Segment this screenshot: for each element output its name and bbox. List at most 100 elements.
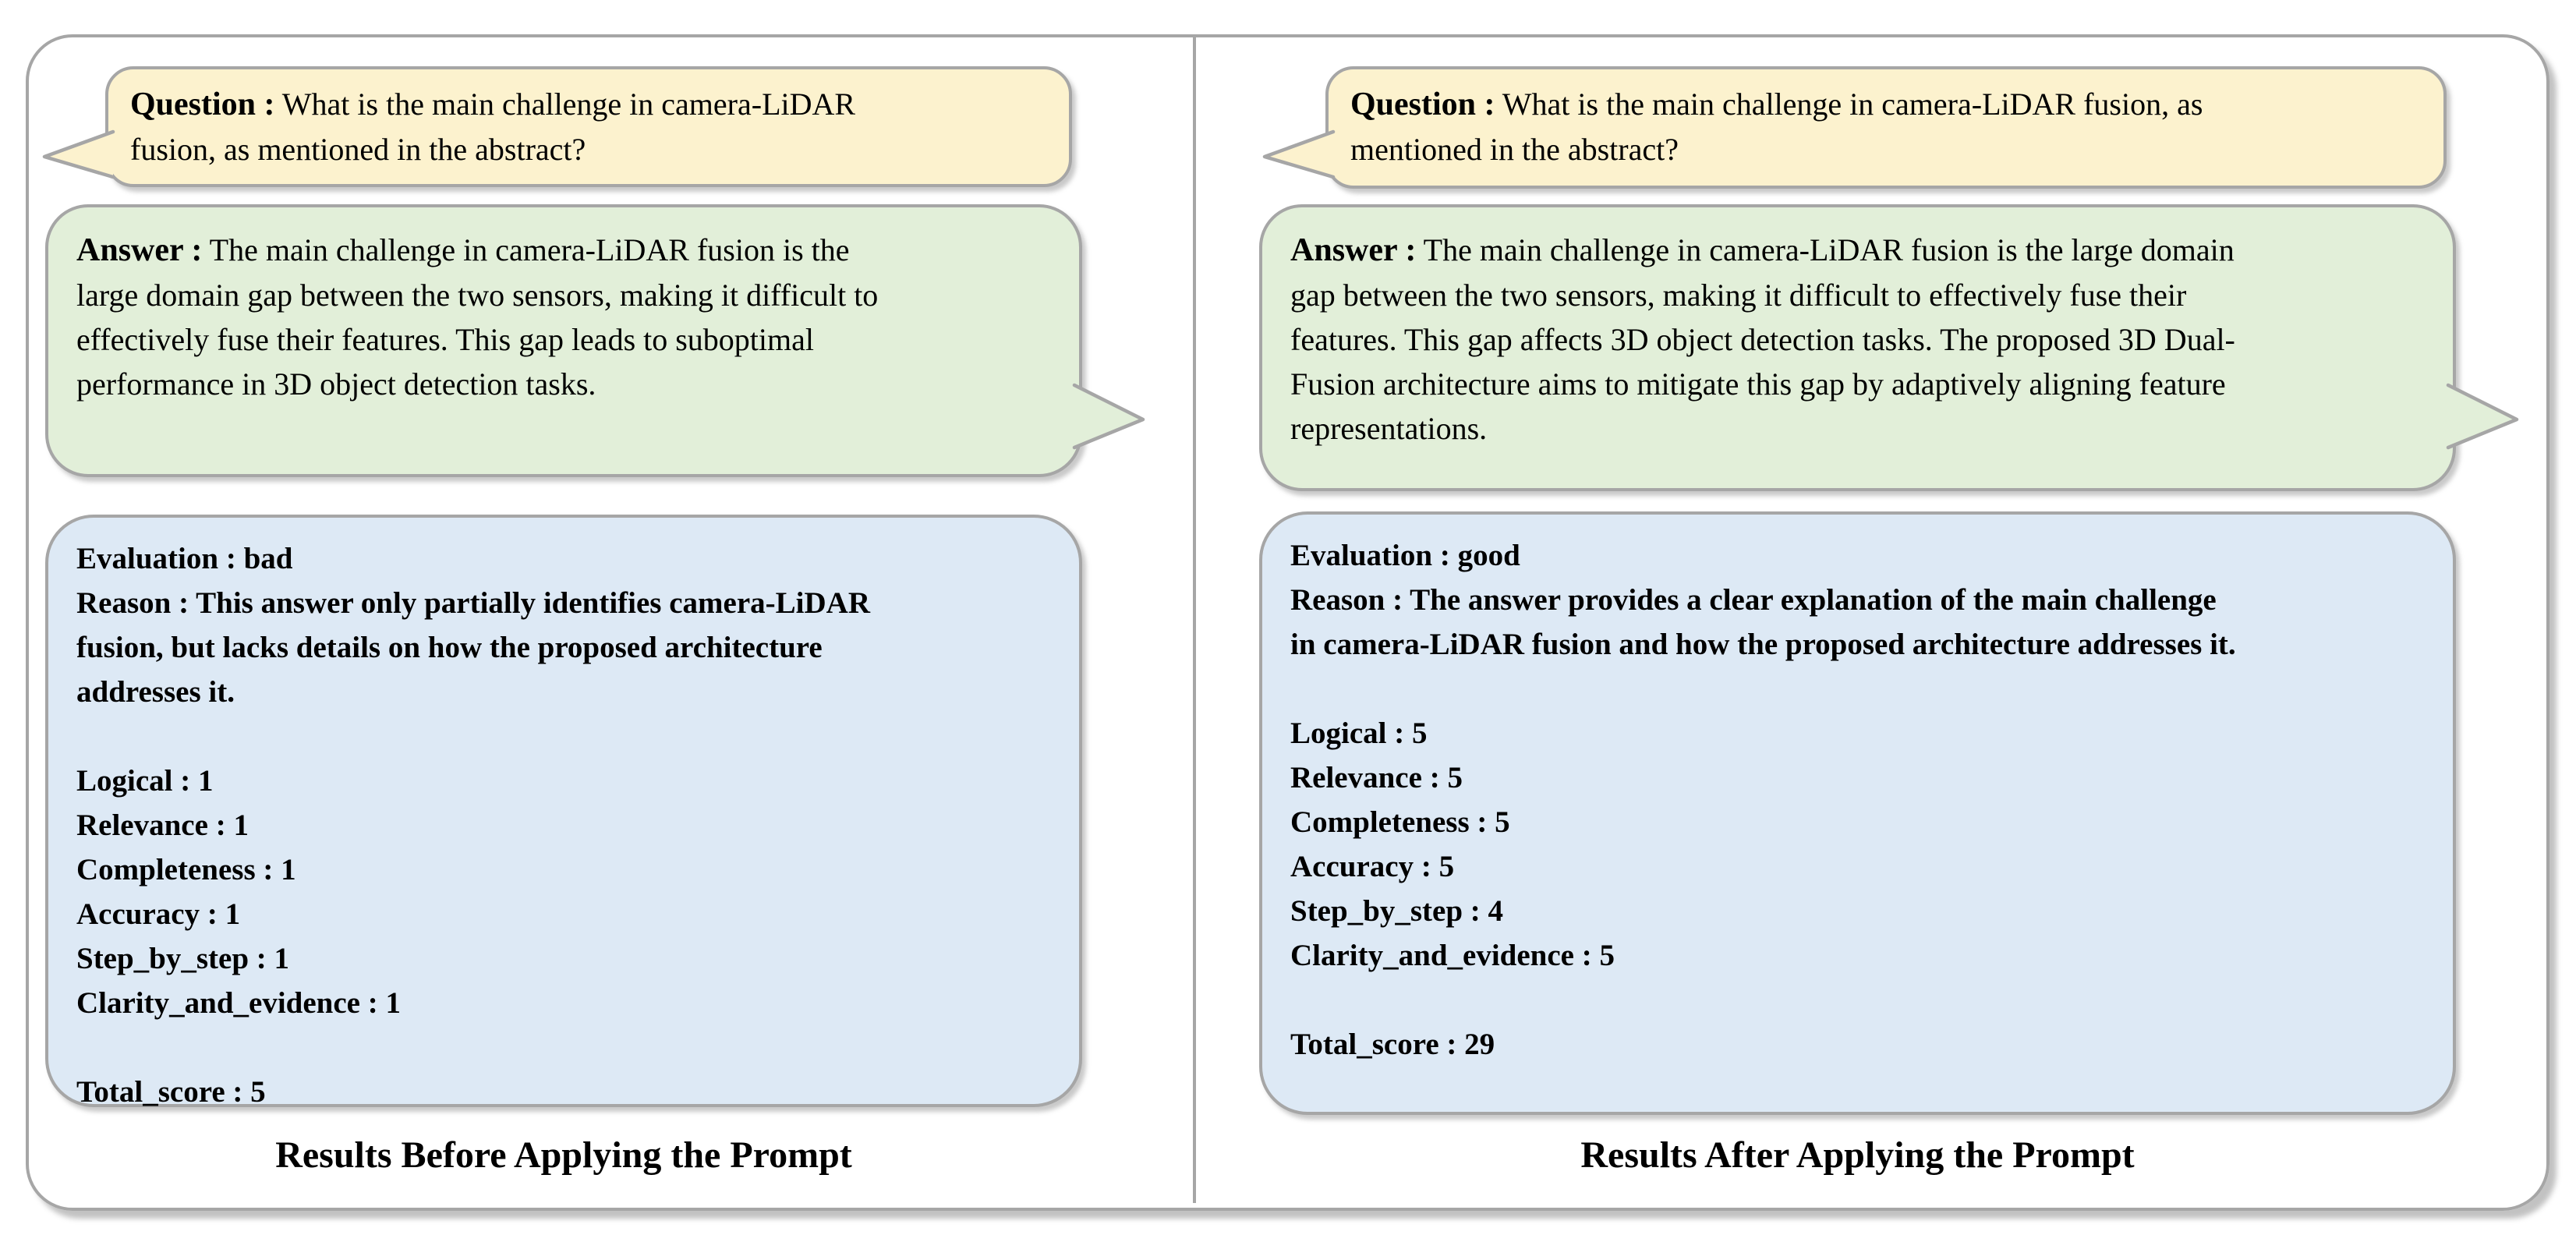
question-bubble-after: Question : What is the main challenge in… [1262, 66, 2447, 189]
outer-frame [26, 34, 2549, 1211]
separator: : [171, 586, 196, 620]
eval-reason-row: Reason : The answer provides a clear exp… [1290, 578, 2425, 667]
answer-label: Answer : [76, 232, 203, 268]
question-text-block: Question : What is the main challenge in… [130, 82, 1047, 172]
separator: : [1414, 850, 1439, 883]
answer-text-block: Answer : The main challenge in camera-Li… [76, 228, 1051, 406]
score-row-logical: Logical : 5 [1290, 711, 2425, 755]
score-value: 5 [1599, 939, 1615, 972]
score-name: Accuracy [76, 897, 200, 931]
eval-verdict-value: bad [243, 542, 293, 575]
score-row-accuracy: Accuracy : 1 [76, 892, 1051, 936]
score-value: 5 [1438, 850, 1455, 883]
separator: : [225, 1075, 251, 1109]
score-name: Step_by_step [1290, 894, 1463, 928]
total-value: 29 [1464, 1028, 1495, 1061]
total-label: Total_score [76, 1075, 225, 1109]
panel-caption-after: Results After Applying the Prompt [1580, 1134, 2135, 1176]
evaluation-box-before: Evaluation : bad Reason : This answer on… [45, 515, 1082, 1109]
question-bubble-before: Question : What is the main challenge in… [42, 66, 1072, 187]
separator: : [1386, 717, 1412, 750]
question-text: What is the main challenge in camera-LiD… [1350, 87, 2203, 167]
score-name: Logical [1290, 717, 1387, 750]
eval-reason-row: Reason : This answer only partially iden… [76, 581, 1051, 714]
separator: : [1385, 583, 1410, 617]
speech-tail-right-icon [2446, 383, 2519, 450]
separator: : [359, 986, 386, 1020]
eval-verdict-row: Evaluation : bad [76, 536, 1051, 581]
score-row-relevance: Relevance : 5 [1290, 755, 2425, 800]
score-row-logical: Logical : 1 [76, 759, 1051, 803]
separator: : [255, 853, 281, 886]
score-value: 1 [281, 853, 296, 886]
separator: : [1421, 761, 1448, 794]
score-value: 1 [198, 764, 214, 798]
separator: : [172, 764, 198, 798]
separator: : [249, 942, 274, 975]
eval-scores-block: Logical : 1 Relevance : 1 Completeness :… [76, 759, 1051, 1025]
answer-text-block: Answer : The main challenge in camera-Li… [1290, 228, 2425, 451]
score-name: Completeness [76, 853, 256, 886]
score-name: Relevance [1290, 761, 1422, 794]
score-name: Clarity_and_evidence [1290, 939, 1574, 972]
score-value: 4 [1488, 894, 1504, 928]
eval-verdict-row: Evaluation : good [1290, 533, 2425, 578]
evaluation-box-after: Evaluation : good Reason : The answer pr… [1259, 511, 2456, 1115]
score-name: Step_by_step [76, 942, 249, 975]
answer-bubble-after: Answer : The main challenge in camera-Li… [1259, 204, 2519, 491]
speech-tail-right-icon [1072, 383, 1145, 450]
panel-caption-before: Results Before Applying the Prompt [275, 1134, 852, 1176]
question-text: What is the main challenge in camera-LiD… [130, 87, 856, 167]
score-value: 5 [1412, 717, 1428, 750]
score-row-clarity-and-evidence: Clarity_and_evidence : 1 [76, 981, 1051, 1025]
score-row-step-by-step: Step_by_step : 1 [76, 936, 1051, 981]
total-value: 5 [250, 1075, 266, 1109]
eval-reason-text: The answer provides a clear explanation … [1290, 583, 2236, 661]
eval-verdict-label: Evaluation [1290, 539, 1433, 572]
score-name: Accuracy [1290, 850, 1414, 883]
eval-verdict-value: good [1457, 539, 1520, 572]
separator: : [200, 897, 225, 931]
answer-label: Answer : [1290, 232, 1417, 268]
score-value: 1 [385, 986, 401, 1020]
question-label: Question : [1350, 87, 1495, 122]
score-row-completeness: Completeness : 1 [76, 847, 1051, 892]
separator: : [1573, 939, 1600, 972]
eval-reason-label: Reason [1290, 583, 1385, 617]
score-value: 1 [225, 897, 241, 931]
score-row-step-by-step: Step_by_step : 4 [1290, 889, 2425, 933]
question-label: Question : [130, 87, 275, 122]
eval-verdict-label: Evaluation [76, 542, 219, 575]
speech-tail-left-icon [42, 129, 115, 179]
separator: : [1432, 539, 1458, 572]
separator: : [1463, 894, 1488, 928]
score-value: 5 [1447, 761, 1463, 794]
score-value: 1 [274, 942, 290, 975]
eval-reason-text: This answer only partially identifies ca… [76, 586, 870, 709]
score-name: Completeness [1290, 805, 1470, 839]
answer-text: The main challenge in camera-LiDAR fusio… [1290, 232, 2235, 446]
separator: : [1469, 805, 1495, 839]
score-value: 5 [1495, 805, 1510, 839]
panel-divider [1193, 36, 1196, 1203]
answer-text: The main challenge in camera-LiDAR fusio… [76, 232, 879, 402]
eval-scores-block: Logical : 5 Relevance : 5 Completeness :… [1290, 711, 2425, 978]
score-row-accuracy: Accuracy : 5 [1290, 844, 2425, 889]
separator: : [218, 542, 244, 575]
score-name: Relevance [76, 809, 208, 842]
eval-total-row: Total_score : 29 [1290, 1022, 2425, 1067]
separator: : [1438, 1028, 1465, 1061]
speech-tail-left-icon [1262, 129, 1336, 179]
eval-total-row: Total_score : 5 [76, 1070, 1051, 1114]
score-row-completeness: Completeness : 5 [1290, 800, 2425, 844]
score-row-clarity-and-evidence: Clarity_and_evidence : 5 [1290, 933, 2425, 978]
score-row-relevance: Relevance : 1 [76, 803, 1051, 847]
total-label: Total_score [1290, 1028, 1439, 1061]
question-text-block: Question : What is the main challenge in… [1350, 82, 2422, 172]
separator: : [207, 809, 234, 842]
answer-bubble-before: Answer : The main challenge in camera-Li… [45, 204, 1145, 477]
score-value: 1 [233, 809, 249, 842]
eval-reason-label: Reason [76, 586, 172, 620]
score-name: Clarity_and_evidence [76, 986, 360, 1020]
